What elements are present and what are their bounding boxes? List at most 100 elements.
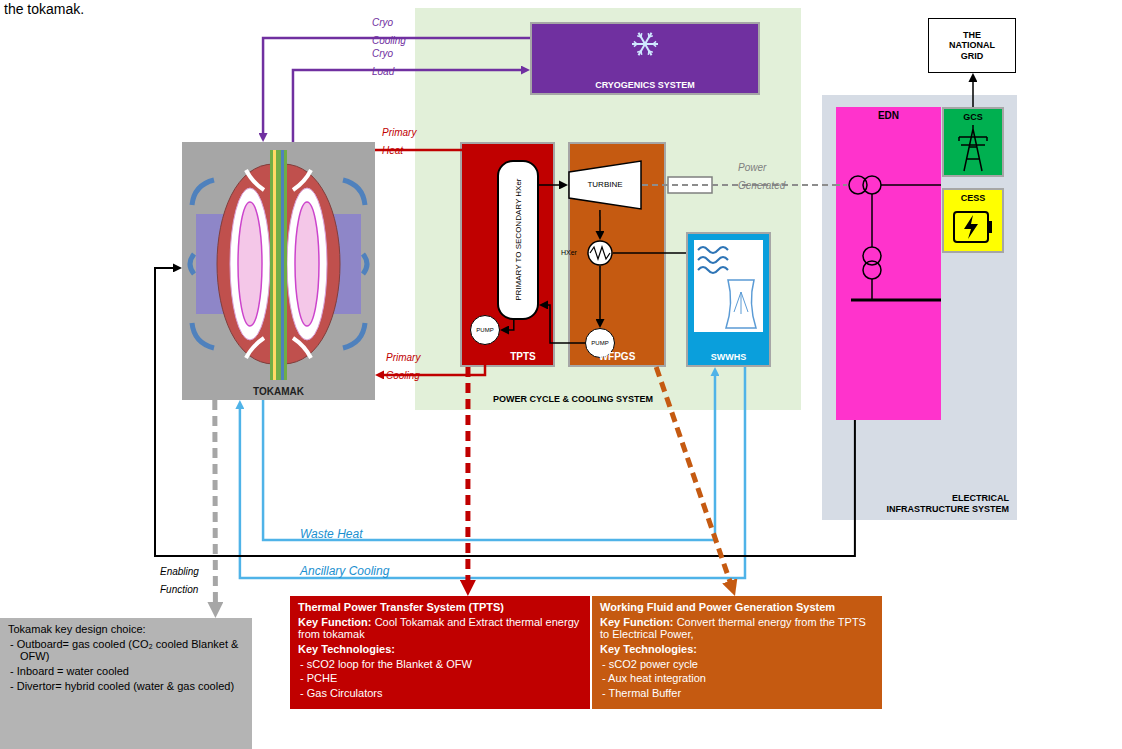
flow-connector	[505, 320, 513, 330]
snow-shape	[648, 33, 650, 37]
callout-text: Key Function:	[600, 616, 673, 628]
hx-shape	[590, 247, 610, 259]
tokamak-shape	[192, 180, 214, 205]
edn-shape	[863, 247, 881, 265]
edn-shape	[881, 184, 941, 186]
tokamak-shape	[287, 188, 327, 340]
tokamak-shape	[217, 164, 274, 364]
tokamak-shape	[190, 254, 194, 274]
snow-shape	[632, 43, 658, 45]
tokamak-shape	[343, 323, 365, 348]
pump-circle: PUMP	[470, 315, 500, 345]
callout-text: Tokamak key design choice:	[8, 623, 146, 635]
swwhs-shape	[734, 292, 741, 312]
grid-box: THE NATIONAL GRID	[928, 18, 1016, 73]
text-row: Key Technologies:	[298, 643, 582, 656]
box-label: EDN	[878, 110, 899, 121]
flow-connector	[263, 38, 530, 137]
snow-shape	[640, 51, 642, 55]
callout-text: - Inboard = water cooled	[10, 665, 129, 677]
box-label: ELECTRICAL INFRASTRUCTURE SYSTEM	[877, 493, 1009, 514]
battery-shape	[964, 215, 978, 239]
edge-label: Power Generated	[738, 162, 785, 191]
text-row: PRIMARY TO SECONDARY HXer	[499, 235, 537, 244]
box-label: TOKAMAK	[253, 386, 304, 397]
text-row: - sCO2 power cycle	[600, 658, 874, 671]
snow-shape	[653, 44, 656, 47]
flow-connector	[212, 400, 218, 608]
hx-shape	[588, 241, 612, 265]
edge-label-holder: Ancillary Cooling	[300, 561, 440, 579]
callout-text: - PCHE	[300, 672, 337, 684]
heat-exchanger: PRIMARY TO SECONDARY HXer	[497, 160, 539, 320]
callout-text: - Thermal Buffer	[602, 687, 681, 699]
tokamak-shape	[293, 338, 311, 358]
panel-shape	[668, 177, 712, 193]
tokamak-shape	[283, 164, 340, 364]
edge-label-holder: Enabling Function	[160, 561, 210, 597]
flow-connector	[599, 266, 601, 323]
turbine-symbol: TURBINE	[568, 160, 642, 210]
text-row: Key Function:Convert thermal energy from…	[600, 616, 874, 641]
text-row: Thermal Power Transfer System (TPTS)	[298, 601, 582, 614]
text-row: SWWHS	[691, 352, 766, 362]
text-row: - Outboard= gas cooled (CO₂ cooled Blank…	[8, 638, 244, 663]
text-row: CESS	[947, 193, 999, 203]
flow-connector	[465, 367, 470, 586]
text-row: Key Function:Cool Tokamak and Extract th…	[298, 616, 582, 641]
swwhs-shape	[726, 280, 756, 328]
swwhs-shape	[694, 240, 763, 332]
edn-shape	[863, 176, 881, 194]
box-label: HXer	[561, 249, 577, 256]
box-label: GCS	[963, 112, 983, 122]
text-row: POWER CYCLE & COOLING SYSTEM	[421, 394, 795, 404]
text-row: - Inboard = water cooled	[8, 665, 244, 678]
tokamak-shape	[343, 180, 365, 205]
text-row: TURBINE	[568, 180, 642, 189]
callout-text: Key Function:	[298, 616, 371, 628]
callout-text: - sCO2 power cycle	[602, 658, 698, 670]
callout-text: Key Technologies:	[600, 643, 697, 655]
text-row: - sCO2 loop for the Blanket & OFW	[298, 658, 582, 671]
text-row: - Thermal Buffer	[600, 687, 874, 700]
tokamak-shape	[270, 150, 287, 380]
edge-label-holder: Cryo Cooling	[372, 12, 418, 48]
box-label: WFPGS	[599, 351, 636, 362]
text-row: PUMP	[471, 327, 499, 334]
snow-shape	[653, 41, 656, 44]
subsystem-box: CRYOGENICS SYSTEM	[530, 22, 760, 95]
subsystem-box: WFPGSTURBINEHXerPUMP	[568, 142, 666, 367]
snow-shape	[637, 36, 641, 37]
box-label: PRIMARY TO SECONDARY HXer	[513, 179, 522, 301]
swwhs-shape	[741, 292, 748, 312]
tokamak-illustration	[182, 142, 375, 400]
callout-text: - Gas Circulators	[300, 687, 383, 699]
tokamak-shape	[238, 202, 262, 326]
callout-box: Working Fluid and Power Generation Syste…	[592, 596, 882, 709]
text-row: TPTS	[496, 351, 550, 363]
flow-connector	[240, 367, 745, 578]
subsystem-box: CESS	[942, 188, 1004, 253]
tokamak-shape	[293, 170, 311, 190]
heat-exchanger-symbol: HXer	[587, 240, 613, 266]
battery-shape	[988, 221, 992, 233]
edge-label: Cryo Load	[372, 48, 394, 77]
edge-label-holder: Power Generated	[738, 157, 796, 193]
swwhs-shape	[698, 247, 728, 253]
edn-shape	[871, 194, 873, 247]
text-row: - Gas Circulators	[298, 687, 582, 700]
text-row: CRYOGENICS SYSTEM	[535, 80, 755, 90]
tokamak-shape	[230, 188, 270, 340]
page-note: the tokamak.	[4, 1, 84, 17]
text-row: Working Fluid and Power Generation Syste…	[600, 601, 874, 614]
snow-shape	[640, 33, 642, 37]
text-row: GCS	[947, 112, 999, 122]
battery-shape	[954, 212, 988, 242]
swwhs-shape	[698, 267, 728, 273]
box-label: TPTS	[510, 351, 536, 362]
box-label: CESS	[961, 193, 986, 203]
text-row: Tokamak key design choice:	[8, 623, 244, 636]
edge-label: Enabling Function	[160, 566, 199, 595]
edn-shape	[851, 299, 941, 302]
